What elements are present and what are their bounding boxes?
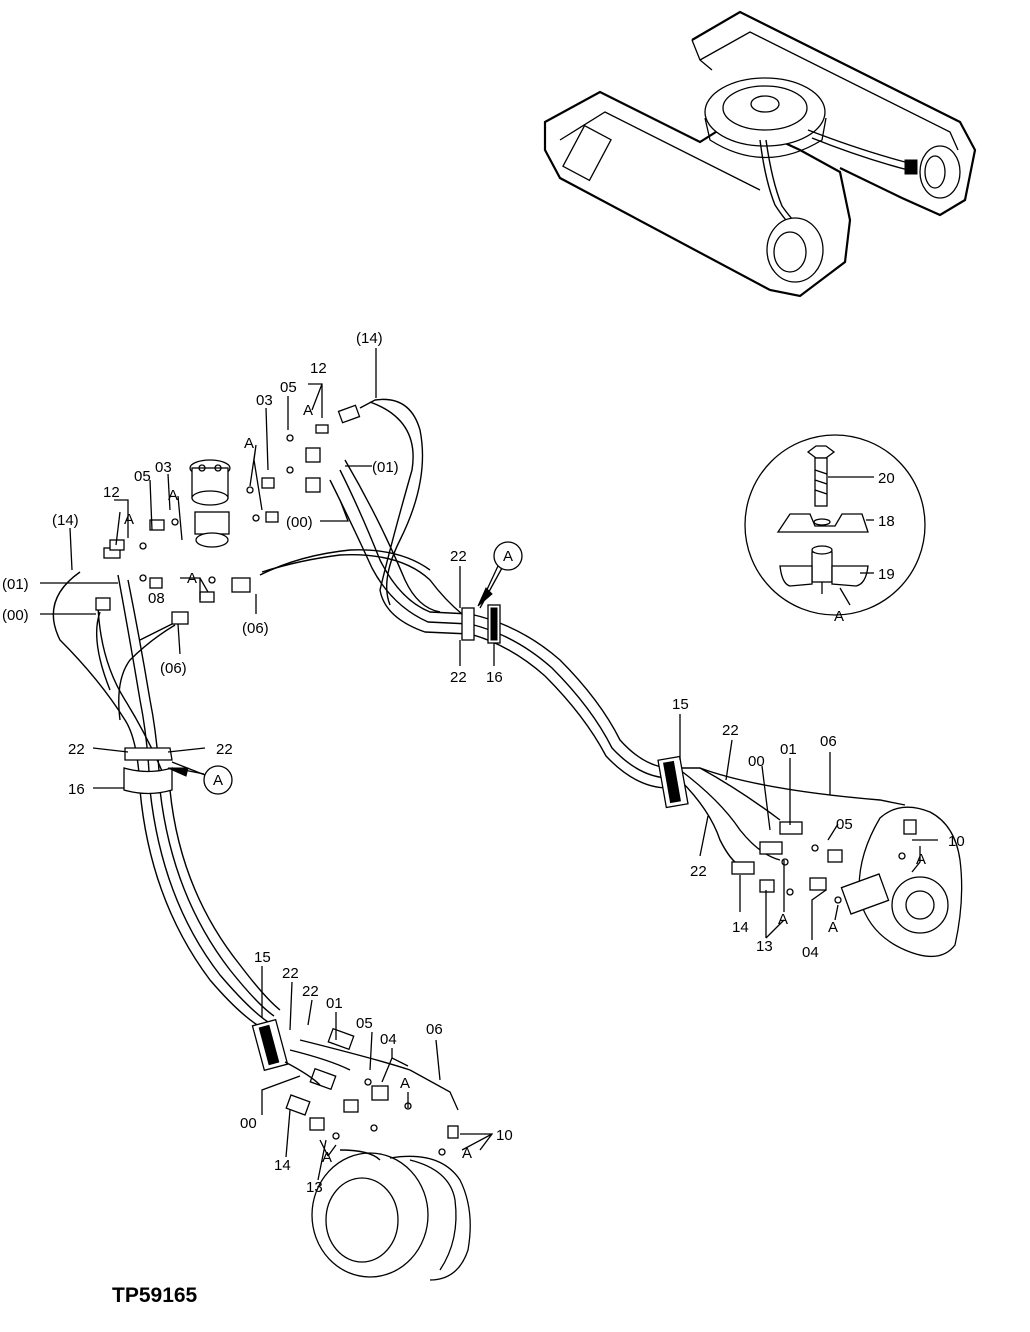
label-06-right: 06 xyxy=(820,733,837,750)
hose-06-mid xyxy=(259,549,431,576)
travel-motor-right xyxy=(731,806,963,957)
label-22-tr: 22 xyxy=(216,741,233,758)
label-01-right: 01 xyxy=(780,741,797,758)
detail-a-clamp xyxy=(744,434,926,616)
leader-lines xyxy=(40,348,938,1181)
label-13-right: 13 xyxy=(756,938,773,955)
label-22-mid-bot: 22 xyxy=(450,669,467,686)
clamp-left xyxy=(123,747,173,795)
label-10-right: 10 xyxy=(948,833,965,850)
label-15-bot: 15 xyxy=(254,949,271,966)
label-03-left: 03 xyxy=(155,459,172,476)
label-00-paren-left: (00) xyxy=(2,607,29,624)
label-a-bot2: A xyxy=(462,1145,472,1162)
label-01-paren-left: (01) xyxy=(2,576,29,593)
label-19: 19 xyxy=(878,566,895,583)
label-05-left: 05 xyxy=(134,468,151,485)
label-05-right: 05 xyxy=(836,816,853,833)
label-15-right: 15 xyxy=(672,696,689,713)
label-13-bot: 13 xyxy=(306,1179,323,1196)
label-a-08: A xyxy=(187,570,197,587)
label-a-right3: A xyxy=(828,919,838,936)
label-16-left: 16 xyxy=(68,781,85,798)
label-00-right: 00 xyxy=(748,753,765,770)
label-01-paren-right: (01) xyxy=(372,459,399,476)
detail-marker-mid xyxy=(477,541,523,607)
label-16-mid: 16 xyxy=(486,669,503,686)
hose-14-top xyxy=(359,398,424,606)
label-22-tl: 22 xyxy=(68,741,85,758)
fittings xyxy=(95,404,361,625)
label-22-bot1: 22 xyxy=(282,965,299,982)
label-20: 20 xyxy=(878,470,895,487)
label-a-left: A xyxy=(124,511,134,528)
travel-motor-bottom xyxy=(284,1027,471,1281)
clamp-right xyxy=(657,755,689,809)
part-labels: (14) 12 A 05 03 A (01) (00) 05 03 A 12 A… xyxy=(2,330,965,1307)
label-04-right: 04 xyxy=(802,944,819,961)
label-a-right1: A xyxy=(916,851,926,868)
label-14-right: 14 xyxy=(732,919,749,936)
label-a-left2: A xyxy=(168,487,178,504)
detail-marker-left xyxy=(167,765,233,795)
label-14-paren-left: (14) xyxy=(52,512,79,529)
label-a-bot1: A xyxy=(400,1075,410,1092)
label-a-right2: A xyxy=(778,911,788,928)
clamp-bottom xyxy=(251,1018,289,1072)
label-22-mid-top: 22 xyxy=(450,548,467,565)
label-01-bot: 01 xyxy=(326,995,343,1012)
label-10-bot: 10 xyxy=(496,1127,513,1144)
label-08: 08 xyxy=(148,590,165,607)
label-05-bot: 05 xyxy=(356,1015,373,1032)
label-18: 18 xyxy=(878,513,895,530)
label-14-top: (14) xyxy=(356,330,383,347)
label-a-03: A xyxy=(244,435,254,452)
detail-marker-mid-letter: A xyxy=(503,548,513,565)
label-22-right-bot: 22 xyxy=(690,863,707,880)
label-12-top: 12 xyxy=(310,360,327,377)
label-06-paren-mid: (06) xyxy=(242,620,269,637)
drawing-code: TP59165 xyxy=(112,1284,198,1307)
label-22-bot2: 22 xyxy=(302,983,319,1000)
label-03-top: 03 xyxy=(256,392,273,409)
label-05-top: 05 xyxy=(280,379,297,396)
center-swivel-joint xyxy=(189,459,231,548)
label-a-detail: A xyxy=(834,608,844,625)
label-00-bot: 00 xyxy=(240,1115,257,1132)
undercarriage-overview xyxy=(543,10,977,298)
label-a-bot3: A xyxy=(322,1149,332,1166)
label-06-paren-low: (06) xyxy=(160,660,187,677)
label-06-bot: 06 xyxy=(426,1021,443,1038)
label-14-bot: 14 xyxy=(274,1157,291,1174)
label-a-top: A xyxy=(303,402,313,419)
hose-bundle-left xyxy=(52,571,281,1029)
label-22-right-top: 22 xyxy=(722,722,739,739)
hose-bundle-right xyxy=(261,401,906,867)
label-04-bot: 04 xyxy=(380,1031,397,1048)
label-12-left: 12 xyxy=(103,484,120,501)
label-00-paren-mid: (00) xyxy=(286,514,313,531)
detail-marker-left-letter: A xyxy=(213,772,223,789)
